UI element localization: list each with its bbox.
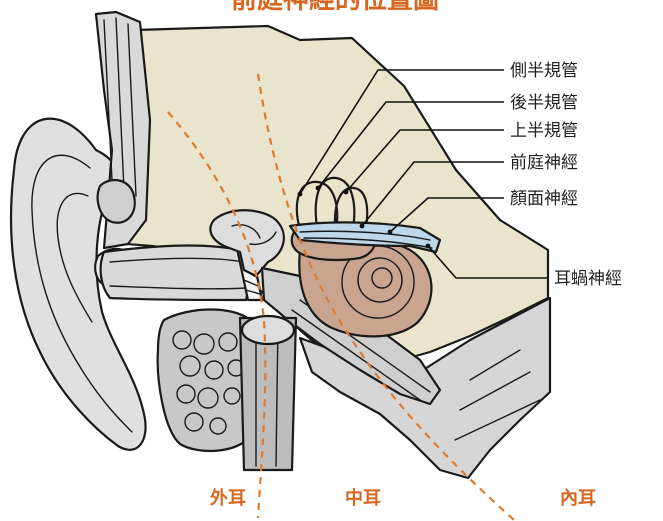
styloid-cap bbox=[242, 316, 294, 344]
ear-canal bbox=[101, 246, 252, 300]
cartilage-notch bbox=[98, 180, 135, 223]
label-facial-nerve: 顏面神經 bbox=[510, 189, 578, 209]
label-vestibular-nerve: 前庭神經 bbox=[510, 153, 578, 173]
region-middle-ear: 中耳 bbox=[345, 487, 381, 509]
label-cochlear-nerve: 耳蝸神經 bbox=[554, 269, 622, 289]
region-outer-ear: 外耳 bbox=[210, 487, 246, 509]
label-posterior-canal: 後半規管 bbox=[510, 93, 578, 113]
label-superior-canal: 上半規管 bbox=[510, 121, 578, 141]
diagram-title: 前庭神經的位置圖 bbox=[231, 0, 439, 15]
region-inner-ear: 內耳 bbox=[560, 488, 596, 509]
label-lateral-canal: 側半規管 bbox=[510, 61, 578, 81]
